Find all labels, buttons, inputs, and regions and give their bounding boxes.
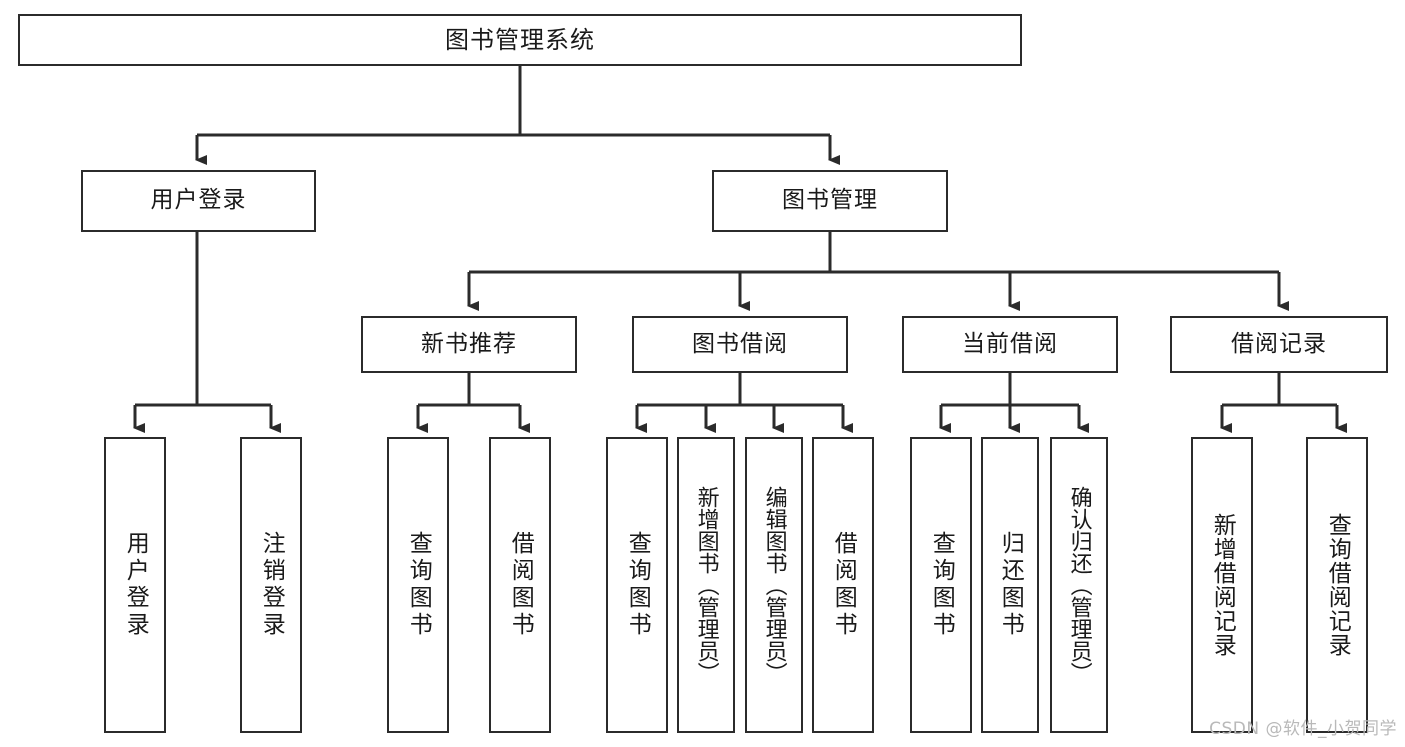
node-leaf-query-book-current[interactable]: 查询图书 bbox=[910, 437, 972, 733]
node-leaf-add-borrow-record[interactable]: 新增借阅记录 bbox=[1191, 437, 1253, 733]
node-leaf-add-book-admin[interactable]: 新增图书（管理员） bbox=[677, 437, 735, 733]
node-new-book-recommend[interactable]: 新书推荐 bbox=[361, 316, 577, 373]
node-leaf-borrow-book-borrow[interactable]: 借阅图书 bbox=[812, 437, 874, 733]
node-leaf-query-borrow-record[interactable]: 查询借阅记录 bbox=[1306, 437, 1368, 733]
node-leaf-edit-book-admin[interactable]: 编辑图书（管理员） bbox=[745, 437, 803, 733]
node-leaf-borrow-book-recommend[interactable]: 借阅图书 bbox=[489, 437, 551, 733]
node-leaf-return-book[interactable]: 归还图书 bbox=[981, 437, 1039, 733]
csdn-watermark: CSDN @软件_小贺同学 bbox=[1209, 719, 1397, 739]
node-root-system[interactable]: 图书管理系统 bbox=[18, 14, 1022, 66]
node-current-borrow[interactable]: 当前借阅 bbox=[902, 316, 1118, 373]
node-user-login[interactable]: 用户登录 bbox=[81, 170, 316, 232]
node-borrow-record[interactable]: 借阅记录 bbox=[1170, 316, 1388, 373]
node-book-management[interactable]: 图书管理 bbox=[712, 170, 948, 232]
node-leaf-user-login[interactable]: 用户登录 bbox=[104, 437, 166, 733]
node-leaf-confirm-return-admin[interactable]: 确认归还（管理员） bbox=[1050, 437, 1108, 733]
node-leaf-query-book-borrow[interactable]: 查询图书 bbox=[606, 437, 668, 733]
node-book-borrow[interactable]: 图书借阅 bbox=[632, 316, 848, 373]
node-leaf-query-book-recommend[interactable]: 查询图书 bbox=[387, 437, 449, 733]
node-leaf-logout-login[interactable]: 注销登录 bbox=[240, 437, 302, 733]
